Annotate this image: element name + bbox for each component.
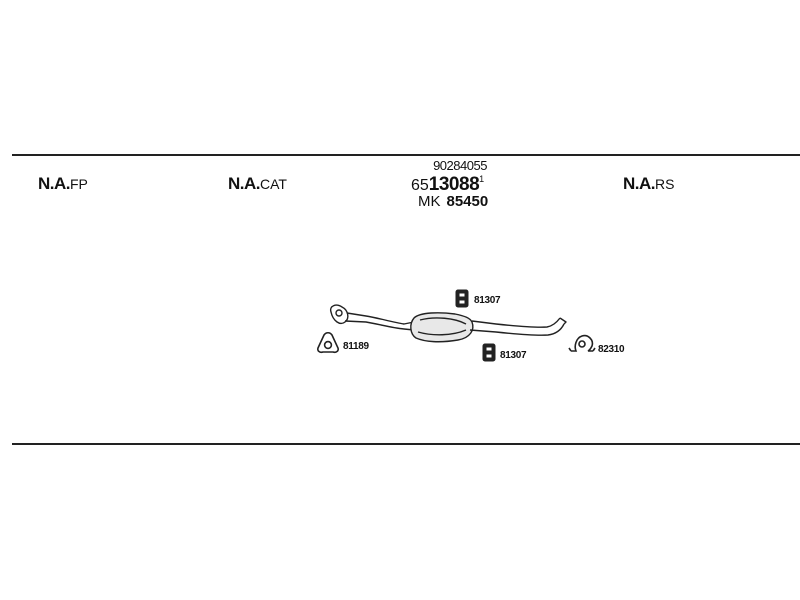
oe-reference-number: 90284055 bbox=[433, 158, 487, 173]
gasket-label: 81189 bbox=[343, 341, 369, 352]
rear-silencer-header: N.A.RS bbox=[623, 174, 674, 194]
gasket-icon bbox=[317, 331, 339, 354]
main-part-number: 65130881 bbox=[411, 174, 484, 196]
rubber-hanger-icon bbox=[482, 343, 496, 362]
catalyst-header: N.A.CAT bbox=[228, 174, 287, 194]
hanger-top-label: 81307 bbox=[474, 295, 501, 306]
mounting-kit-prefix: MK bbox=[418, 193, 441, 210]
rear-silencer-prefix: N.A. bbox=[623, 174, 656, 193]
main-part-digits: 13088 bbox=[428, 174, 480, 195]
top-divider bbox=[12, 154, 800, 156]
middle-silencer-pipe bbox=[329, 304, 567, 343]
clamp-label: 82310 bbox=[598, 344, 625, 355]
mounting-kit-digits: 85450 bbox=[446, 193, 489, 210]
bottom-divider bbox=[12, 443, 800, 445]
mounting-kit-number: MK 85450 bbox=[418, 193, 488, 210]
main-part-superscript: 1 bbox=[479, 174, 485, 184]
rear-silencer-code: RS bbox=[655, 176, 675, 192]
hanger-bottom-label: 81307 bbox=[500, 350, 527, 361]
front-pipe-code: FP bbox=[70, 176, 88, 192]
main-part-prefix: 65 bbox=[411, 177, 429, 194]
rubber-hanger-icon bbox=[455, 289, 469, 308]
catalyst-code: CAT bbox=[260, 176, 287, 192]
front-pipe-prefix: N.A. bbox=[38, 174, 71, 193]
catalyst-prefix: N.A. bbox=[228, 174, 261, 193]
pipe-clamp-icon bbox=[568, 334, 596, 352]
front-pipe-header: N.A.FP bbox=[38, 174, 88, 194]
